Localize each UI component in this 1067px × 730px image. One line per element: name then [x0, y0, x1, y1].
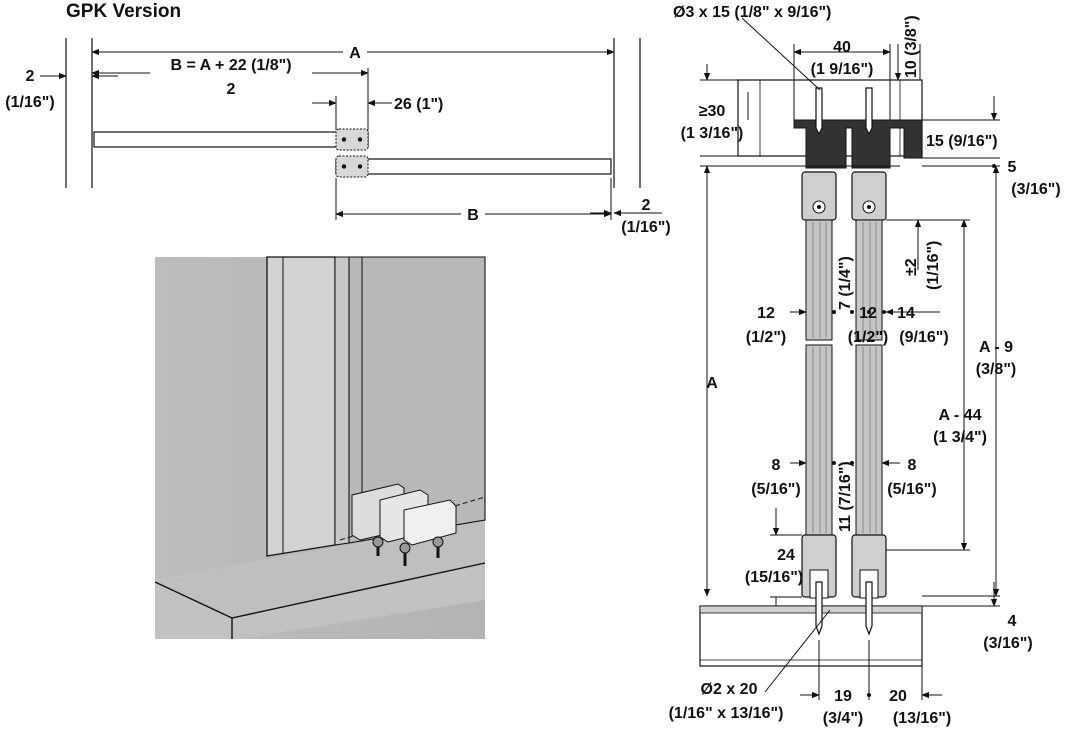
- screw-top-label: Ø3 x 15 (1/8" x 9/16"): [673, 4, 831, 21]
- dim-40: 40: [833, 39, 851, 56]
- dim-19: 19: [834, 688, 852, 705]
- dim-adjust: ±2: [903, 258, 920, 276]
- dim-7: 7 (1/4"): [837, 256, 854, 310]
- dim-8b-in: (5/16"): [887, 481, 936, 498]
- guide-hardware-illustration: [351, 483, 457, 566]
- plan-view: A B = A + 22 (1/8") 2 2 (1/16") 26 (1") …: [5, 38, 671, 236]
- bottom-rail: [699, 605, 923, 667]
- plan-dim-left-gap-in: (1/16"): [5, 94, 54, 111]
- dim-a9-in: (3/8"): [976, 361, 1016, 378]
- plan-door-lower: [335, 158, 612, 175]
- screw-bottom-label: Ø2 x 20: [701, 681, 758, 698]
- dim-a9: A - 9: [979, 339, 1013, 356]
- dim-4: 4: [1008, 613, 1017, 630]
- plan-dim-b: B: [467, 207, 479, 224]
- dim-min-30-in: (1 3/16"): [681, 125, 744, 142]
- door-panels: [805, 219, 883, 536]
- dim-4-in: (3/16"): [983, 635, 1032, 652]
- dim-min-30: ≥30: [699, 103, 726, 120]
- plan-dim-b-sub: 2: [227, 81, 236, 98]
- plan-dim-right-gap-in: (1/16"): [621, 219, 670, 236]
- plan-dim-overlap: 26 (1"): [394, 96, 443, 113]
- dim-12b-in: (1/2"): [848, 329, 888, 346]
- plan-dim-right-gap: 2: [642, 197, 651, 214]
- dim-5: 5: [1008, 159, 1017, 176]
- dim-14-in: (9/16"): [899, 329, 948, 346]
- dim-5-in: (3/16"): [1011, 181, 1060, 198]
- dim-8a-in: (5/16"): [751, 481, 800, 498]
- page-title: GPK Version: [66, 1, 181, 22]
- dim-24-in: (15/16"): [745, 569, 803, 586]
- section-dim-a: A: [706, 375, 718, 392]
- plan-dim-a: A: [349, 45, 361, 62]
- dim-40-in: (1 9/16"): [811, 61, 874, 78]
- dim-adjust-in: (1/16"): [925, 241, 942, 290]
- screw-bottom-label-in: (1/16" x 13/16"): [669, 705, 784, 722]
- dim-19-in: (3/4"): [823, 710, 863, 727]
- dim-12a: 12: [757, 305, 775, 322]
- dim-a44-in: (1 3/4"): [933, 429, 987, 446]
- section-view: Ø3 x 15 (1/8" x 9/16") 40 (1 9/16") 10 (…: [669, 4, 1061, 727]
- dim-15: 15 (9/16"): [926, 133, 998, 150]
- dim-12b: 12: [859, 305, 877, 322]
- isometric-illustration: [154, 256, 486, 639]
- dim-14: 14: [897, 305, 915, 322]
- dim-12a-in: (1/2"): [746, 329, 786, 346]
- plan-dim-left-gap: 2: [26, 68, 35, 85]
- dim-8a: 8: [772, 457, 781, 474]
- plan-guide-lower: [335, 155, 369, 178]
- dim-11: 11 (7/16"): [837, 461, 854, 532]
- dim-a44: A - 44: [939, 407, 982, 424]
- plan-dim-b-formula: B = A + 22 (1/8"): [170, 57, 291, 74]
- dim-24: 24: [777, 547, 795, 564]
- plan-door-upper: [93, 131, 369, 148]
- dim-20-in: (13/16"): [893, 710, 951, 727]
- plan-guide-upper: [335, 128, 369, 151]
- dim-20: 20: [889, 688, 907, 705]
- dim-10: 10 (3/8"): [903, 15, 920, 78]
- dim-8b: 8: [908, 457, 917, 474]
